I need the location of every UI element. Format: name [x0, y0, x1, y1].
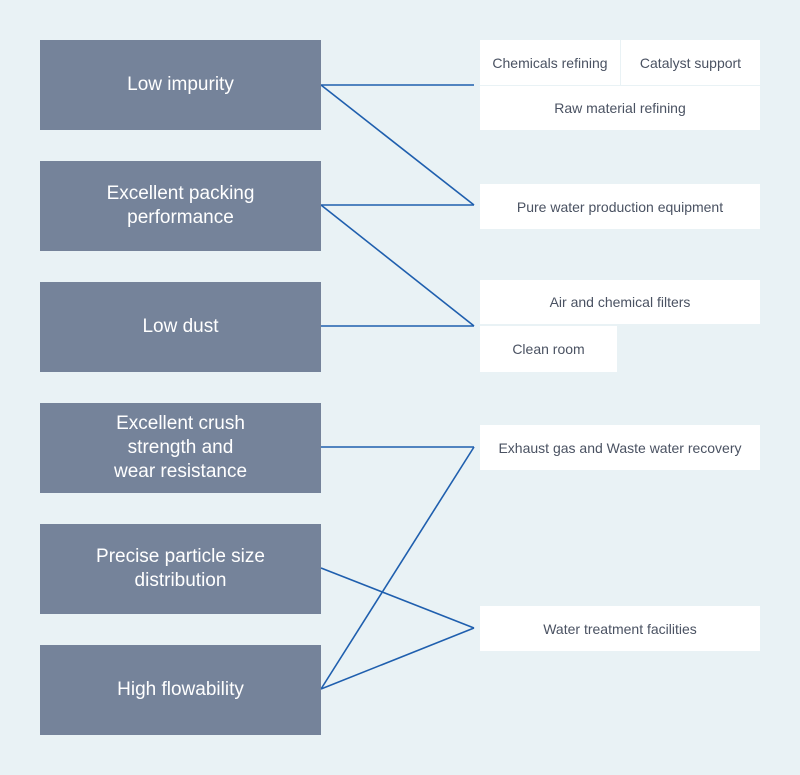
app-raw-material-refining: Raw material refining	[480, 86, 760, 130]
app-pure-water-production: Pure water production equipment	[480, 184, 760, 229]
feature-crush-strength: Excellent crush strength and wear resist…	[40, 403, 321, 493]
app-water-treatment: Water treatment facilities	[480, 606, 760, 651]
link-packing-filters	[320, 204, 475, 327]
app-catalyst-support: Catalyst support	[621, 40, 760, 85]
app-exhaust-waste-water: Exhaust gas and Waste water recovery	[480, 425, 760, 470]
link-particle-water-treatment	[320, 567, 475, 629]
app-air-chemical-filters: Air and chemical filters	[480, 280, 760, 324]
feature-low-dust: Low dust	[40, 282, 321, 372]
feature-particle-size: Precise particle size distribution	[40, 524, 321, 614]
app-chemicals-refining: Chemicals refining	[480, 40, 620, 85]
app-clean-room: Clean room	[480, 326, 617, 372]
feature-low-impurity: Low impurity	[40, 40, 321, 130]
feature-high-flowability: High flowability	[40, 645, 321, 735]
link-flowability-water-treatment	[320, 627, 475, 690]
link-flowability-exhaust	[320, 446, 475, 690]
feature-excellent-packing: Excellent packing performance	[40, 161, 321, 251]
link-low-impurity-pure-water	[320, 84, 475, 206]
